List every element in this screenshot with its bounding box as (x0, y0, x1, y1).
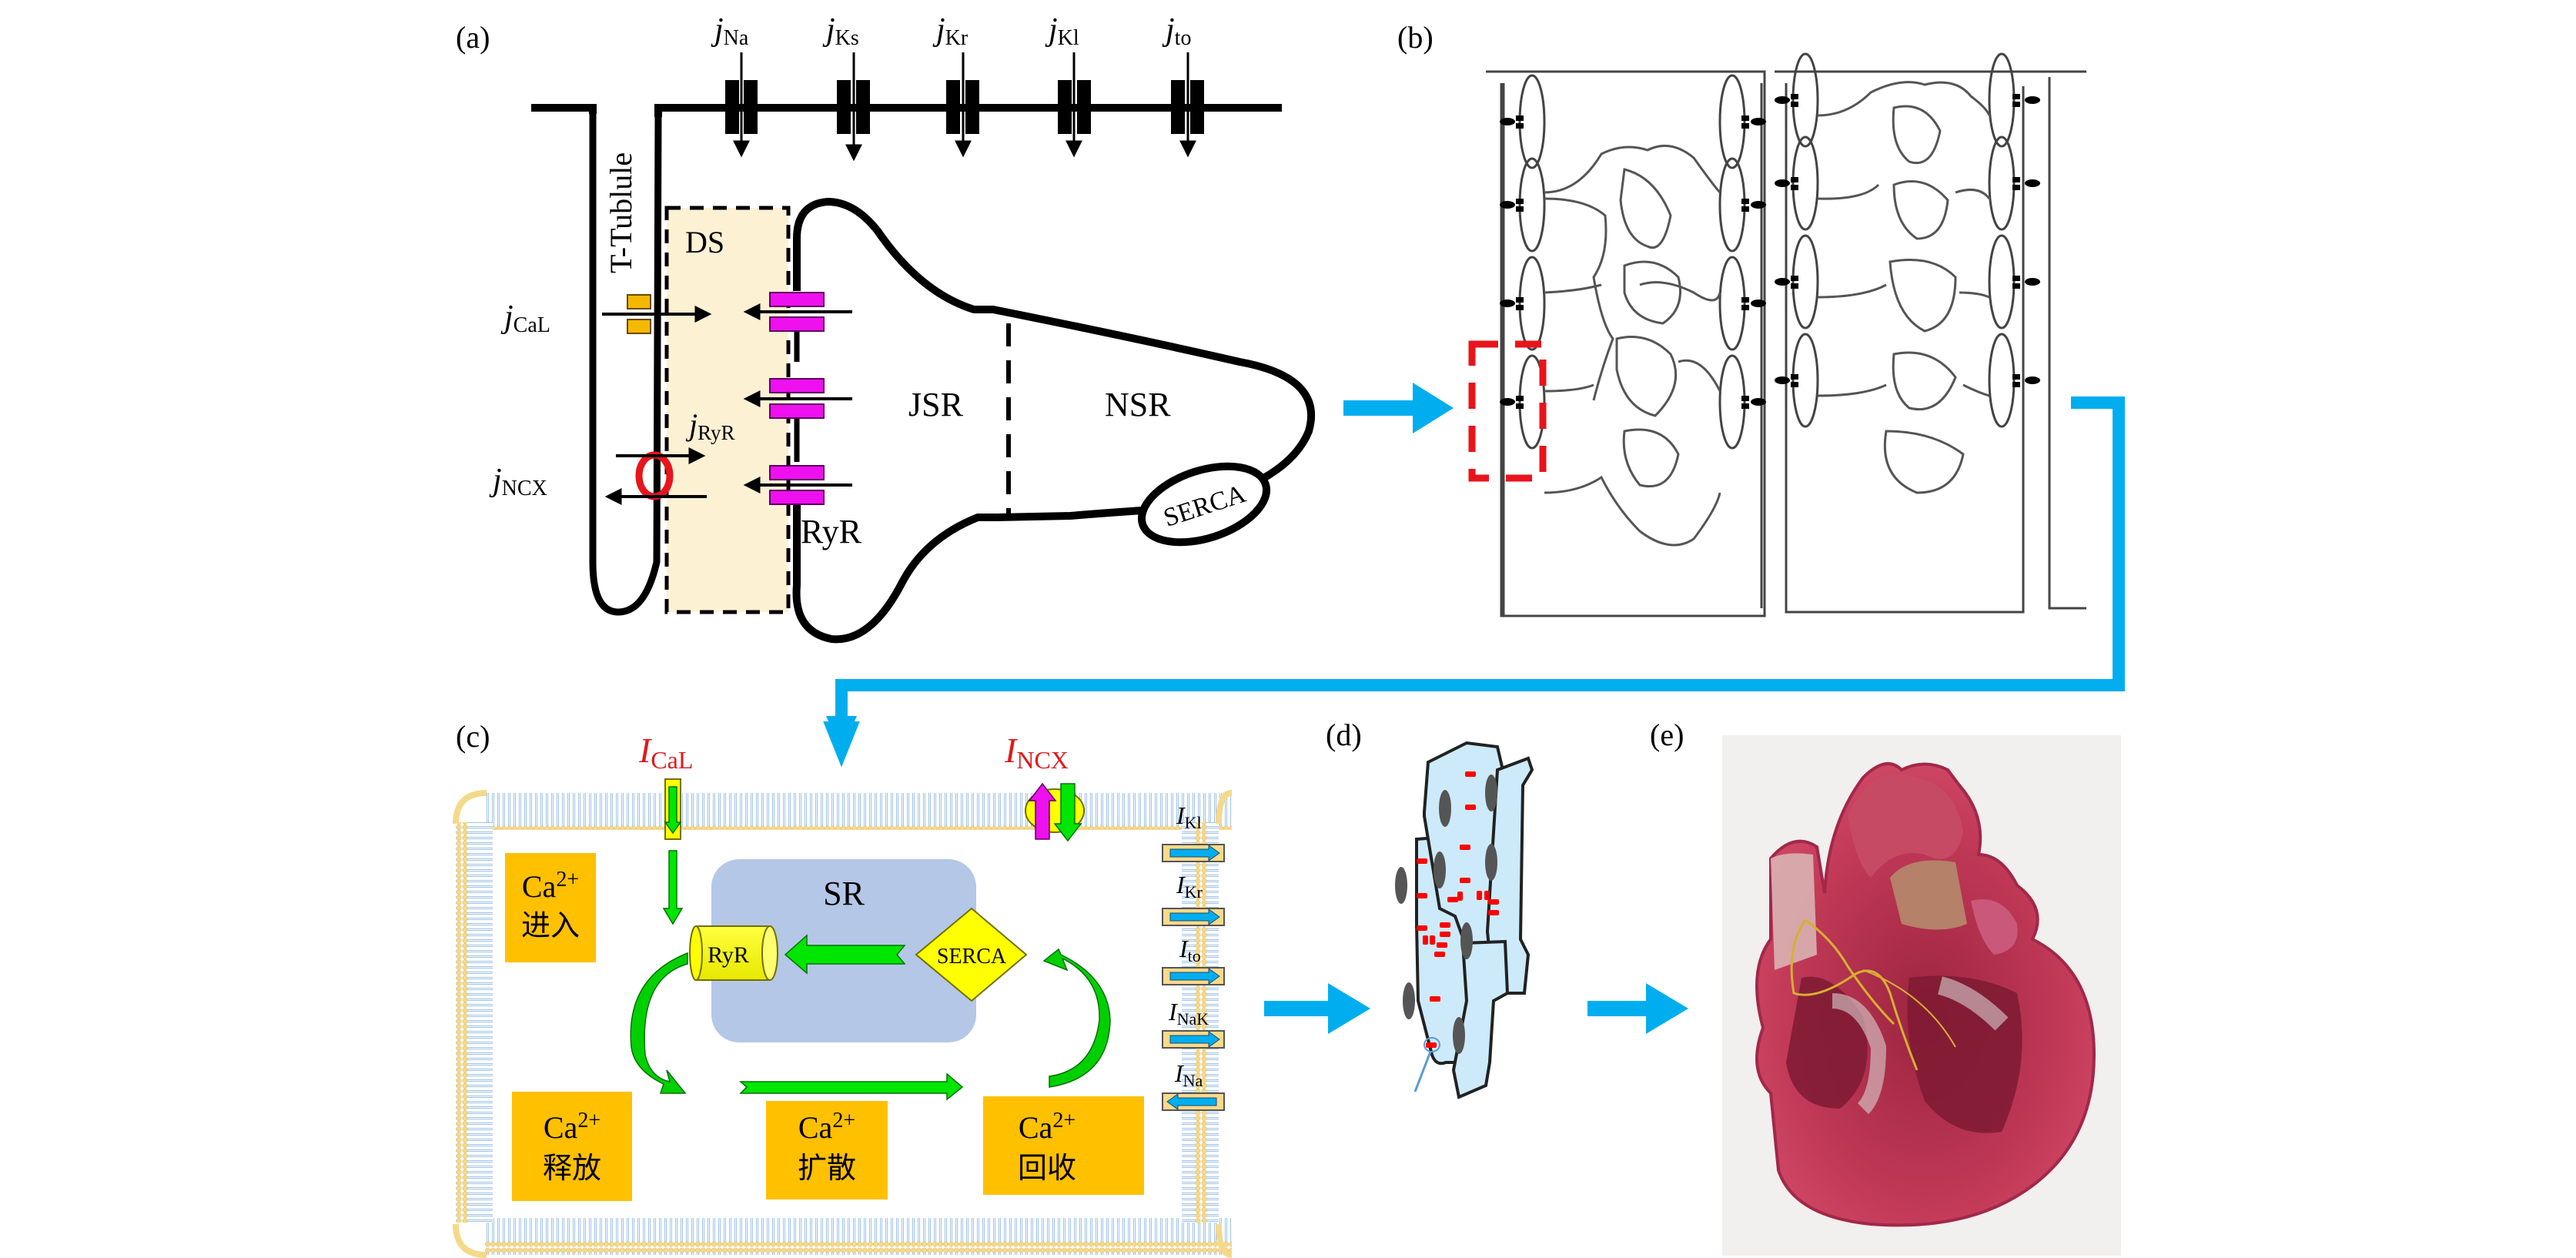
label-i-nak: INaK (1168, 998, 1209, 1029)
green-arrow-entry (662, 850, 684, 925)
panel-d-label: (d) (1326, 718, 1362, 752)
membrane-left (456, 822, 493, 1223)
panel-b: (b) (1397, 20, 2086, 617)
flow-arrow-d-to-e (1587, 983, 1688, 1034)
label-j-ks: jKs (822, 12, 859, 50)
ca-box-entry-text: 进入 (521, 908, 580, 942)
channel-na (725, 52, 758, 158)
green-arrow-reuptake-to-serca (1042, 948, 1111, 1088)
flow-arrow-a-to-b (1343, 383, 1454, 433)
ryr-label-c: RyR (708, 942, 749, 968)
label-i-na: INa (1174, 1059, 1203, 1090)
myofibril-sketch (1486, 52, 2086, 617)
selection-highlight-box (1468, 340, 1547, 482)
channel-ks (837, 52, 870, 162)
t-tubule-label: T-Tublule (604, 152, 638, 273)
panel-c-label: (c) (456, 719, 490, 754)
panel-e: (e) (1650, 718, 2121, 1256)
membrane-corners (453, 790, 1233, 1258)
channel-kr (946, 52, 979, 158)
serca-diamond: SERCA (915, 907, 1028, 1002)
ryr-cylinder: RyR (689, 925, 778, 981)
ca-box-diffusion-text: 扩散 (798, 1151, 856, 1185)
label-i-to: Ito (1179, 935, 1201, 965)
label-j-ncx: jNCX (489, 463, 547, 500)
ca-box-reuptake: Ca2+ 回收 (983, 1096, 1144, 1195)
svg-text:Ca2+: Ca2+ (798, 1109, 855, 1145)
channel-to (1171, 52, 1204, 158)
label-j-kr: jKr (932, 12, 969, 50)
label-j-na: jNa (711, 12, 749, 50)
current-kl-channel (1162, 844, 1225, 862)
label-j-kl: jKl (1045, 12, 1079, 50)
current-nak-channel (1162, 1030, 1225, 1049)
membrane-bottom (485, 1218, 1232, 1255)
green-arrow-ryr-to-release (630, 952, 688, 1094)
panel-a: (a) (456, 12, 1316, 644)
dyadic-space (664, 206, 791, 614)
current-to-channel (1162, 967, 1225, 985)
ca-box-diffusion: Ca2+ 扩散 (766, 1101, 888, 1199)
flow-arrow-b-to-c (823, 396, 2125, 768)
current-kr-channel (1162, 908, 1225, 926)
label-j-to: jto (1162, 12, 1191, 50)
panel-e-label: (e) (1650, 718, 1684, 752)
t-tubule-membrane (589, 114, 662, 616)
dyad-markers (1500, 94, 2040, 409)
green-arrow-serca-to-ryr (784, 934, 906, 975)
membrane-top (485, 793, 1232, 830)
label-i-kl: IKl (1176, 801, 1202, 832)
gap-junctions (1417, 771, 1499, 1048)
membrane-right (1182, 822, 1219, 1223)
serca-label-c: SERCA (937, 945, 1007, 969)
label-j-cal: jCaL (500, 299, 550, 337)
jsr-label: JSR (908, 386, 964, 423)
pointer-line (1413, 1051, 1432, 1092)
serca-pump: SERCA (1137, 462, 1271, 547)
heart-illustration (1755, 762, 2096, 1227)
cal-channel (602, 294, 712, 334)
nuclei (1395, 775, 1497, 1054)
label-i-ncx: INCX (1004, 731, 1069, 774)
sr-network-sketch (1544, 81, 1991, 547)
panel-b-label: (b) (1397, 20, 1434, 55)
sr-label: SR (823, 875, 865, 912)
panel-d: (d) (1326, 718, 1534, 1099)
ca-box-release-text: 释放 (543, 1151, 601, 1185)
sarcolemma-left (531, 104, 597, 114)
channel-kl (1058, 52, 1091, 158)
flow-arrow-c-to-d (1264, 983, 1370, 1034)
current-na-channel (1162, 1092, 1225, 1111)
green-arrow-release-to-diffusion (739, 1072, 964, 1101)
channel-labels: jNa jKs jKr jKl jto (711, 12, 1191, 50)
ca-box-entry: Ca2+ 进入 (505, 853, 596, 962)
ncx-exchanger-c (1025, 782, 1085, 842)
surface-channels (725, 52, 1204, 162)
nsr-label: NSR (1105, 386, 1171, 423)
label-j-ryr: jRyR (685, 407, 735, 444)
panel-c: (c) ICaL INCX SR RyR (453, 719, 1263, 1258)
svg-text:Ca2+: Ca2+ (544, 1109, 601, 1145)
ryr-label: RyR (801, 513, 862, 550)
sr-membrane (792, 198, 1316, 644)
panel-a-label: (a) (456, 20, 490, 55)
ca-box-release: Ca2+ 释放 (512, 1092, 632, 1201)
svg-text:Ca2+: Ca2+ (1019, 1109, 1076, 1145)
ca-box-reuptake-text: 回收 (1018, 1151, 1076, 1185)
flow-arrow-b-to-c-head (826, 716, 857, 751)
ds-label: DS (685, 225, 724, 259)
ncx-exchanger (604, 447, 707, 505)
svg-text:Ca2+: Ca2+ (522, 868, 579, 904)
cal-channel-c (664, 778, 682, 840)
label-i-kr: IKr (1176, 871, 1203, 902)
right-membrane-currents: IKl IKr Ito INaK INa (1162, 801, 1225, 1111)
label-i-cal: ICaL (638, 731, 693, 774)
ryr-channels (743, 292, 852, 505)
highlight-circle (1423, 1037, 1440, 1052)
cardiomyocytes (1415, 741, 1534, 1099)
